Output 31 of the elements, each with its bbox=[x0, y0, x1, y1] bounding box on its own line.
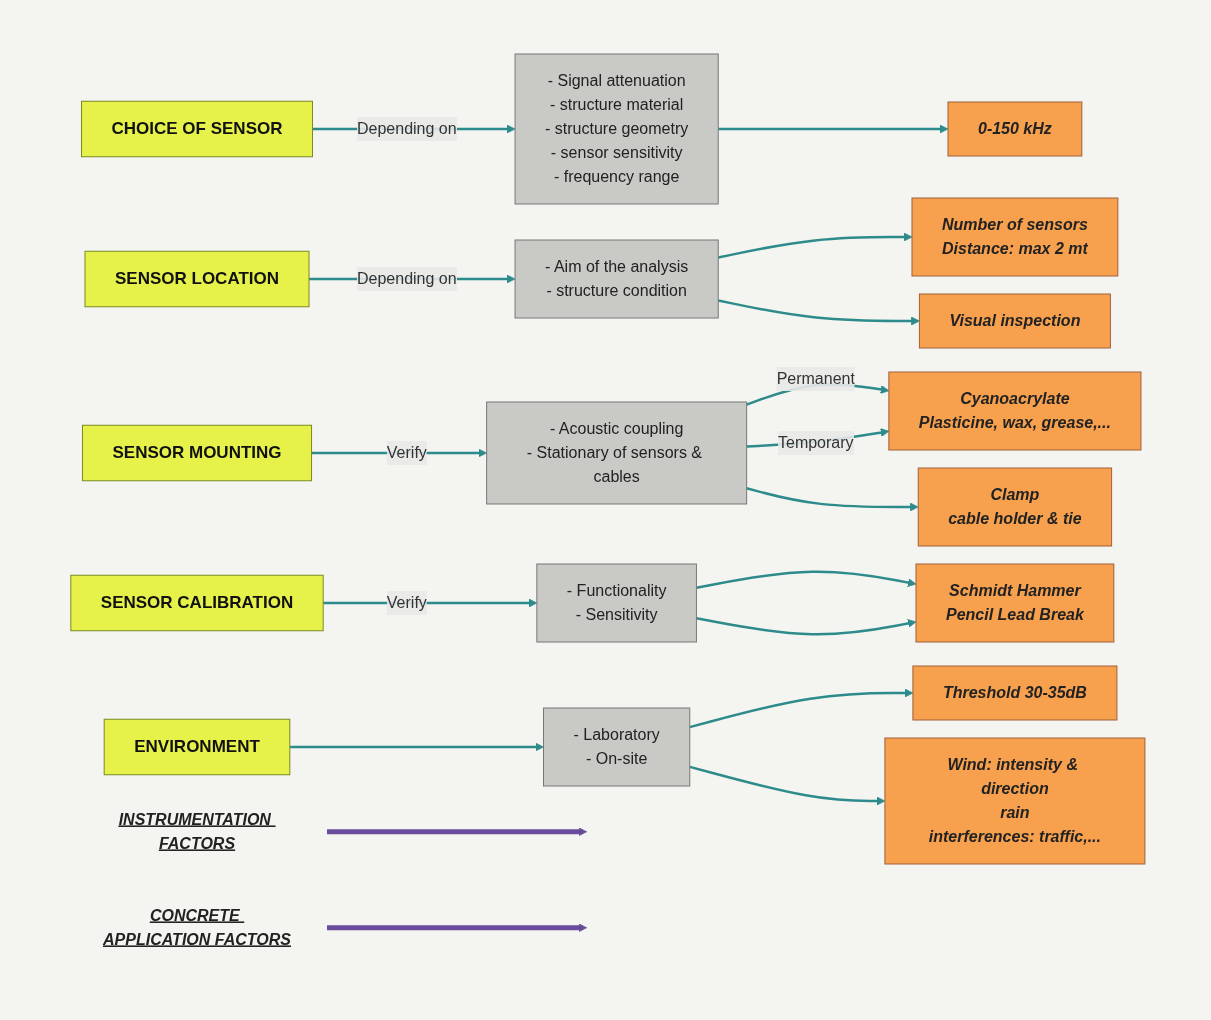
node-box: Cyanoacrylate Plasticine, wax, grease,... bbox=[887, 371, 1141, 451]
node-box: - Aim of the analysis - structure condition bbox=[514, 239, 719, 319]
arrow bbox=[695, 616, 916, 636]
arrow bbox=[689, 765, 885, 806]
node-box: 0-150 kHz bbox=[947, 101, 1082, 157]
node-box: - Signal attenuation - structure material - structure geometry - sensor sensitivity - frequency range bbox=[514, 53, 719, 205]
arrow bbox=[326, 827, 587, 836]
arrow bbox=[689, 688, 913, 728]
node-box: Clamp cable holder & tie bbox=[917, 467, 1112, 547]
node-text: CONCRETE APPLICATION FACTORS bbox=[102, 906, 291, 948]
arrow bbox=[717, 232, 912, 259]
node-box: Threshold 30-35dB bbox=[911, 665, 1117, 721]
node-box: Number of sensors Distance: max 2 mt bbox=[911, 197, 1118, 277]
node-box: Wind: intensity & direction rain interferences: traffic,... bbox=[883, 737, 1145, 865]
arrow bbox=[717, 298, 920, 325]
node-box: CHOICE OF SENSOR bbox=[80, 100, 313, 157]
arrow bbox=[745, 486, 919, 512]
node-box: SENSOR CALIBRATION bbox=[69, 574, 324, 631]
arrow bbox=[695, 570, 916, 589]
node-box: SENSOR LOCATION bbox=[84, 250, 310, 307]
arrow bbox=[289, 742, 544, 752]
node-text: INSTRUMENTATION FACTORS bbox=[118, 810, 271, 852]
node-box: SENSOR MOUNTING bbox=[81, 424, 312, 481]
node-box: - Laboratory - On-site bbox=[542, 707, 690, 787]
node-box: Visual inspection bbox=[918, 293, 1111, 349]
arrow bbox=[326, 923, 587, 932]
node-box: - Acoustic coupling - Stationary of sensors & cables bbox=[485, 401, 747, 505]
node-box: Schmidt Hammer Pencil Lead Break bbox=[915, 563, 1114, 643]
node-box: - Functionality - Sensitivity bbox=[535, 563, 697, 643]
node-box: ENVIRONMENT bbox=[103, 718, 290, 775]
arrow bbox=[717, 124, 948, 134]
